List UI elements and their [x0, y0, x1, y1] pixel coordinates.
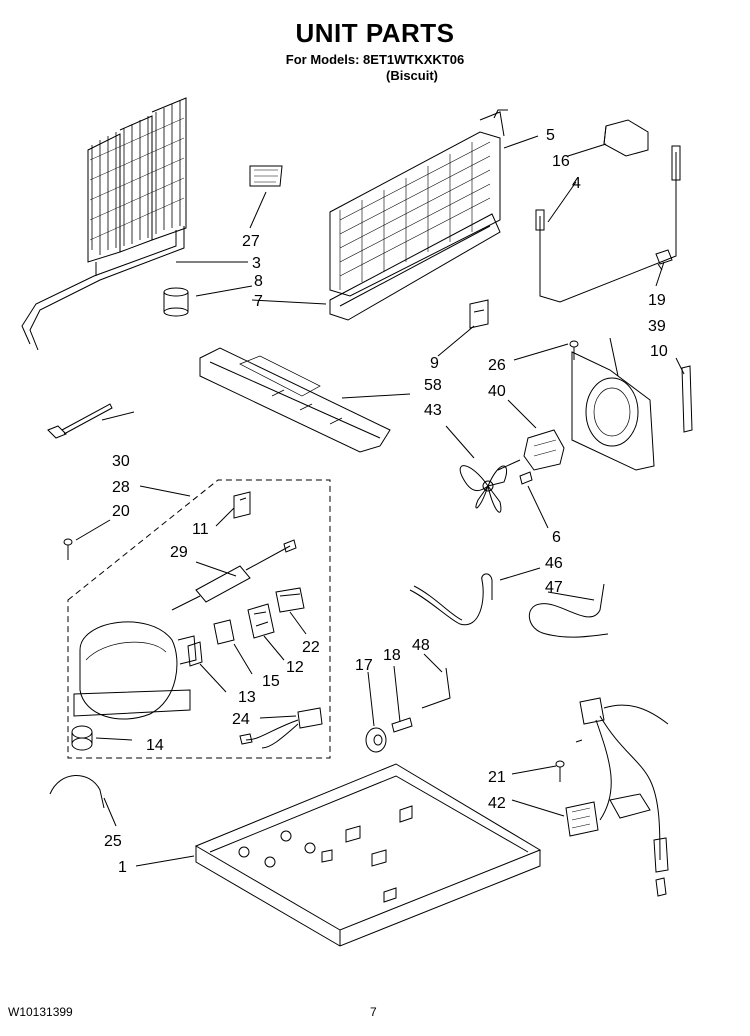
- part-clip: [655, 249, 673, 271]
- callout-43: 43: [424, 402, 442, 419]
- part-evaporator-coil: [329, 109, 508, 297]
- callout-9: 9: [430, 355, 439, 372]
- callout-7: 7: [254, 293, 263, 310]
- callout-24: 24: [232, 711, 250, 728]
- callout-10: 10: [650, 343, 668, 360]
- callout-39: 39: [648, 318, 666, 335]
- part-drain-pan: [199, 347, 391, 453]
- part-condenser-coil: [21, 97, 187, 351]
- callout-16: 16: [552, 153, 570, 170]
- part-wiring-harness: [565, 697, 669, 897]
- leader-lines: [75, 135, 685, 867]
- callout-20: 20: [112, 503, 130, 520]
- callout-17: 17: [355, 657, 373, 674]
- part-wire-clip: [49, 775, 105, 809]
- part-relay: [233, 491, 251, 519]
- document-number: W10131399: [8, 1005, 73, 1019]
- callout-28: 28: [112, 479, 130, 496]
- callout-14: 14: [146, 737, 164, 754]
- part-fan-blade: [459, 465, 508, 513]
- page-number: 7: [370, 1005, 377, 1019]
- part-gasket-strip: [681, 365, 693, 433]
- callout-25: 25: [104, 833, 122, 850]
- part-base-pan: [194, 763, 542, 947]
- part-cover-cap: [603, 119, 649, 157]
- callout-29: 29: [170, 544, 188, 561]
- callout-4: 4: [572, 175, 581, 192]
- part-grommet: [71, 725, 93, 751]
- models-line: For Models: 8ET1WTKXKT06: [285, 52, 465, 67]
- callout-21: 21: [488, 769, 506, 786]
- part-cable-tie: [47, 403, 113, 439]
- part-terminal-cover: [213, 619, 235, 645]
- part-fan-shroud: [571, 351, 655, 471]
- callout-19: 19: [648, 292, 666, 309]
- compressor-kit-outline: [67, 479, 331, 759]
- part-label-plate: [249, 165, 283, 187]
- callout-46: 46: [545, 555, 563, 572]
- callout-12: 12: [286, 659, 304, 676]
- callout-30: 30: [112, 453, 130, 470]
- part-start-device: [247, 603, 275, 639]
- callout-48: 48: [412, 637, 430, 654]
- callout-5: 5: [546, 127, 555, 144]
- part-drier: [171, 539, 297, 611]
- color-line: (Biscuit): [386, 68, 438, 83]
- callout-22: 22: [302, 639, 320, 656]
- callout-42: 42: [488, 795, 506, 812]
- page-title: UNIT PARTS: [295, 18, 455, 48]
- callout-3: 3: [252, 255, 261, 272]
- part-screw-20: [63, 538, 73, 560]
- callout-40: 40: [488, 383, 506, 400]
- part-tube-47: [529, 583, 609, 638]
- callout-numbers: 27 3 8 7 5 16 4 19 39 10 9 26 58 40 43 3…: [104, 127, 668, 876]
- part-tube-46: [409, 573, 493, 626]
- part-bracket: [469, 299, 489, 329]
- callout-8: 8: [254, 273, 263, 290]
- part-defrost-wire: [535, 145, 681, 303]
- part-fan-motor: [497, 429, 565, 471]
- callout-13: 13: [238, 689, 256, 706]
- part-bolt: [391, 717, 413, 733]
- callout-27: 27: [242, 233, 260, 250]
- callout-1: 1: [118, 859, 127, 876]
- callout-15: 15: [262, 673, 280, 690]
- part-screw-21: [555, 760, 565, 782]
- part-drain-trough: [329, 213, 501, 321]
- part-wheel: [365, 727, 387, 753]
- callout-26: 26: [488, 357, 506, 374]
- part-terminal: [187, 641, 203, 667]
- part-screw-26: [569, 340, 579, 360]
- part-screw-6: [519, 471, 533, 485]
- callout-6: 6: [552, 529, 561, 546]
- part-compressor-harness: [239, 707, 323, 749]
- part-compressor: [73, 621, 197, 720]
- callout-11: 11: [192, 521, 209, 538]
- part-overload: [275, 587, 305, 613]
- part-cylinder: [163, 287, 189, 317]
- callout-47: 47: [545, 579, 563, 596]
- part-l-tube: [421, 667, 451, 709]
- callout-18: 18: [383, 647, 401, 664]
- callout-58: 58: [424, 377, 442, 394]
